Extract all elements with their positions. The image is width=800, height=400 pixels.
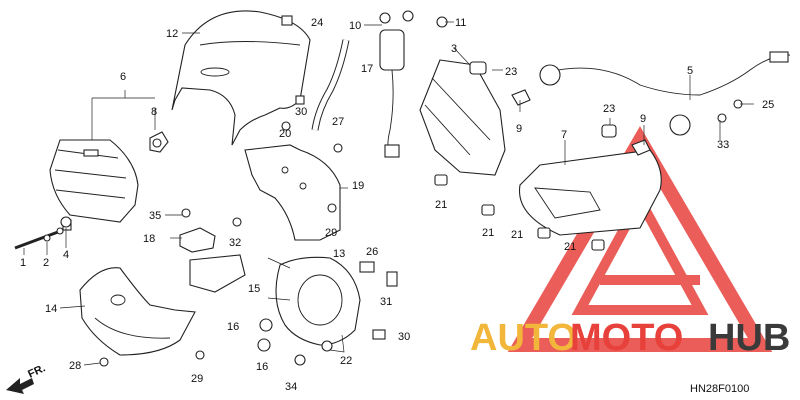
callout-numbers: 1 2 3 4 5 6 7 8 9 9 10 11 12 13 14 15 16… (20, 17, 774, 393)
grommet-21c (537, 227, 551, 239)
washer-2 (43, 234, 51, 242)
bulb-socket-8 (149, 131, 169, 153)
callout-29b: 29 (191, 373, 203, 385)
left-headlight (49, 139, 139, 223)
callout-30a: 30 (295, 106, 307, 118)
rubber-16a (259, 318, 273, 332)
callout-14: 14 (45, 303, 57, 315)
bolt-31 (386, 271, 398, 287)
callout-10: 10 (349, 20, 361, 32)
callout-32: 32 (229, 237, 241, 249)
callout-26: 26 (366, 246, 378, 258)
callout-13: 13 (333, 248, 345, 260)
rubber-16b (257, 338, 271, 352)
screw-29a (327, 203, 337, 213)
grommet-21d (591, 239, 605, 251)
callout-35: 35 (149, 210, 161, 222)
watermark-logo: AUTO MOTO HUB (470, 317, 790, 359)
callout-24: 24 (311, 17, 323, 29)
watermark-moto: MOTO (570, 317, 683, 359)
relay-10 (379, 10, 414, 158)
callout-4: 4 (63, 249, 69, 261)
screw-28 (99, 357, 109, 367)
callout-16b: 16 (256, 361, 268, 373)
grommet-23a (469, 61, 487, 75)
diagram-code: HN28F0100 (690, 383, 749, 395)
top-cowl (171, 10, 311, 146)
meter-housing-13 (275, 256, 361, 346)
callout-19: 19 (352, 180, 364, 192)
callout-21d: 21 (564, 241, 576, 253)
clip-30a (295, 95, 305, 105)
watermark-hub: HUB (708, 317, 790, 359)
callout-1: 1 (20, 257, 26, 269)
watermark-auto: AUTO (470, 317, 577, 359)
watermark-triangle (507, 126, 773, 352)
screw-32 (232, 217, 242, 227)
leader-lines (23, 21, 754, 366)
bulb-9a (511, 89, 531, 106)
grommet-21a (434, 174, 448, 186)
callout-3: 3 (451, 43, 457, 55)
callout-22: 22 (340, 355, 352, 367)
callout-5: 5 (687, 65, 693, 77)
harness-5 (539, 51, 791, 136)
grommet-23b (601, 124, 617, 138)
callout-33: 33 (717, 139, 729, 151)
callout-12: 12 (166, 28, 178, 40)
callout-31: 31 (380, 296, 392, 308)
callout-7: 7 (561, 129, 567, 141)
callout-18: 18 (143, 233, 155, 245)
nut-4 (60, 216, 72, 228)
callout-21b: 21 (482, 227, 494, 239)
callout-6: 6 (120, 71, 126, 83)
bracket-19 (244, 144, 341, 241)
callout-21a: 21 (435, 199, 447, 211)
callout-20: 20 (279, 128, 291, 140)
taillight-7 (518, 149, 662, 236)
callout-15: 15 (248, 283, 260, 295)
callout-9a: 9 (516, 123, 522, 135)
callout-11: 11 (455, 17, 466, 29)
bulb-9b (631, 139, 651, 156)
callout-21c: 21 (511, 229, 523, 241)
callout-23a: 23 (505, 66, 517, 78)
bracket-18 (179, 227, 216, 253)
callout-28: 28 (69, 360, 81, 372)
clip-24 (281, 15, 293, 26)
screw-29b (195, 350, 205, 360)
bracket-15 (189, 254, 246, 293)
screw-35 (181, 208, 191, 218)
callout-30b: 30 (398, 331, 410, 343)
front-direction-arrow: FR. (6, 362, 47, 394)
clip-33 (717, 113, 727, 123)
grommet-26 (359, 261, 375, 273)
callout-8: 8 (151, 106, 157, 118)
nut-34 (294, 354, 306, 366)
callout-34: 34 (285, 381, 297, 393)
screw-20 (281, 121, 291, 131)
callout-23b: 23 (603, 103, 615, 115)
headlight-3 (419, 59, 506, 176)
nut-30b (372, 329, 386, 340)
callout-27: 27 (332, 116, 344, 128)
screw-27 (333, 143, 343, 153)
lower-cover (79, 267, 196, 356)
direction-label: FR. (26, 362, 47, 380)
callout-9b: 9 (640, 113, 646, 125)
callout-29a: 29 (325, 227, 337, 239)
collar-22 (321, 340, 333, 352)
callout-17: 17 (361, 63, 373, 75)
callout-16a: 16 (227, 321, 239, 333)
callout-2: 2 (43, 257, 49, 269)
grommet-21b (481, 204, 495, 216)
callout-25: 25 (762, 99, 774, 111)
